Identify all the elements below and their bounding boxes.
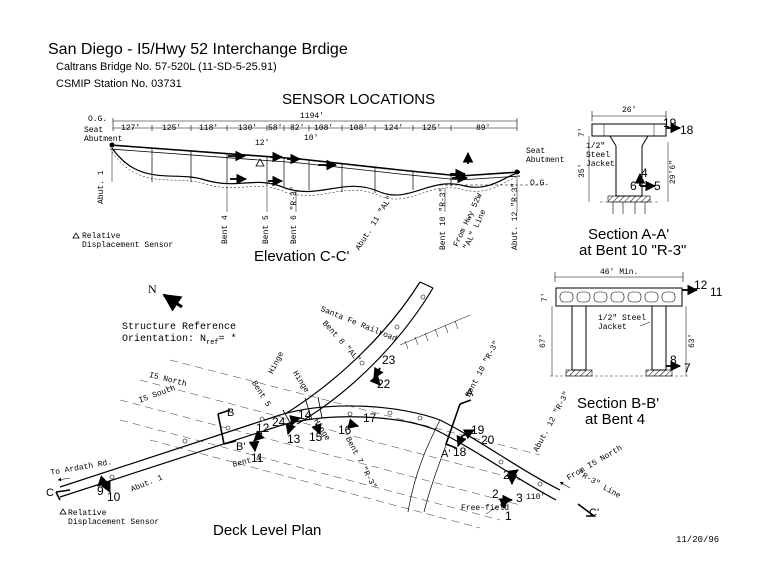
sensor-18: 18 [453, 445, 467, 459]
sensor-24: 24 [272, 415, 286, 429]
sensor-14: 14 [298, 408, 312, 422]
span-10: 125' [422, 124, 442, 133]
cut-c-prime: C' [589, 507, 600, 519]
north-label: N [148, 282, 157, 296]
elevation-legend: Relative Displacement Sensor [82, 232, 174, 250]
cut-c: C [46, 487, 54, 499]
sensor-4: 4 [641, 166, 648, 180]
section-aa-depth: 7' [578, 127, 587, 137]
sensor-11: 11 [251, 451, 264, 465]
sensor-20: 20 [481, 433, 495, 447]
sensor-19-section: 19 [663, 116, 677, 130]
span-3: 118' [199, 124, 219, 133]
section-aa-height-left: 35' [578, 163, 587, 178]
sensor-2: 2 [492, 487, 499, 501]
span-2: 125' [162, 124, 182, 133]
plan-legend: Relative Displacement Sensor [68, 509, 160, 527]
section-bb-height-right: 63' [688, 333, 697, 348]
section-aa-jacket: 1/2" Steel Jacket [586, 142, 615, 169]
sensor-23: 23 [382, 353, 396, 367]
cut-b: B [227, 407, 235, 419]
sensor-locations-heading: SENSOR LOCATIONS [282, 91, 436, 108]
sensor-5: 5 [654, 179, 661, 193]
deck-plan-view [55, 281, 597, 529]
sensor-12-section: 12 [694, 278, 708, 292]
og-right: O.G. [530, 179, 550, 188]
span-5: 58' [268, 124, 283, 133]
cut-b-prime: B' [236, 441, 246, 453]
cut-a: A [466, 387, 474, 399]
section-aa-location: at Bent 10 "R-3" [579, 242, 687, 259]
span-11: 89' [476, 124, 491, 133]
section-aa-width: 26' [622, 106, 637, 115]
label-abut-1: Abut. 1 [97, 170, 106, 204]
sensor-9: 9 [97, 484, 104, 498]
section-bb-depth: 7' [541, 292, 550, 302]
label-bent-10: Bent 10 "R-3" [439, 187, 448, 250]
sensor-19: 19 [471, 423, 485, 437]
overall-length: 1194' [300, 112, 325, 121]
sensor-1: 1 [505, 509, 512, 523]
plan-caption: Deck Level Plan [213, 522, 322, 539]
label-bent-5: Bent 5 [262, 215, 271, 244]
section-aa-caption: Section A-A' [588, 226, 670, 243]
section-bb-view [550, 272, 699, 377]
label-freefield: Free-field [461, 504, 510, 513]
page-title: San Diego - I5/Hwy 52 Interchange Brdige [48, 41, 348, 58]
sensor-17: 17 [363, 411, 377, 425]
span-1: 127' [121, 124, 141, 133]
bridge-number: Caltrans Bridge No. 57-520L (11-SD-5-25.… [56, 61, 277, 73]
sensor-11-section: 11 [710, 285, 723, 299]
sensor-7: 7 [684, 361, 691, 375]
section-aa-view [588, 111, 682, 214]
seat-abutment-left: Seat Abutment [84, 126, 123, 144]
sensor-18-section: 18 [680, 123, 694, 137]
span-4: 130' [238, 124, 258, 133]
section-aa-height-right: 29'6" [669, 159, 678, 184]
sensor-22: 22 [377, 377, 391, 391]
section-bb-height-left: 67' [539, 333, 548, 348]
section-bb-caption: Section B-B' [577, 395, 660, 412]
sensor-21: 21 [503, 468, 517, 482]
span-7: 108' [314, 124, 334, 133]
dim-12ft: 12' [255, 139, 270, 148]
sensor-3: 3 [516, 491, 523, 505]
elevation-caption: Elevation C-C' [254, 248, 350, 265]
section-bb-location: at Bent 4 [585, 411, 646, 428]
seat-abutment-right: Seat Abutment [526, 147, 565, 165]
sensor-8: 8 [670, 353, 677, 367]
drawing-date: 11/20/96 [676, 535, 720, 545]
label-bent-6: Bent 6 "R-3" [290, 186, 299, 244]
sensor-13: 13 [287, 432, 301, 446]
span-8: 108' [349, 124, 369, 133]
section-bb-jacket: 1/2" Steel Jacket [598, 314, 647, 332]
sensor-6: 6 [630, 179, 637, 193]
sensor-10: 10 [107, 490, 121, 504]
og-left: O.G. [88, 115, 108, 124]
reference-line-1: Structure Reference [122, 322, 237, 333]
sensor-16: 16 [338, 423, 352, 437]
elevation-view [72, 118, 545, 239]
label-abut-12: Abut. 12 "R-3" [511, 182, 520, 250]
label-bent-4: Bent 4 [221, 215, 230, 244]
label-dim-110: 110' [526, 493, 546, 502]
span-9: 124' [384, 124, 404, 133]
cut-a-prime: A' [441, 448, 451, 460]
station-number: CSMIP Station No. 03731 [56, 78, 182, 90]
dim-10ft: 10' [304, 134, 319, 143]
sensor-12: 12 [256, 421, 270, 435]
section-bb-width: 46' Min. [600, 268, 639, 277]
span-6: 82' [290, 124, 305, 133]
sensor-15: 15 [309, 430, 323, 444]
